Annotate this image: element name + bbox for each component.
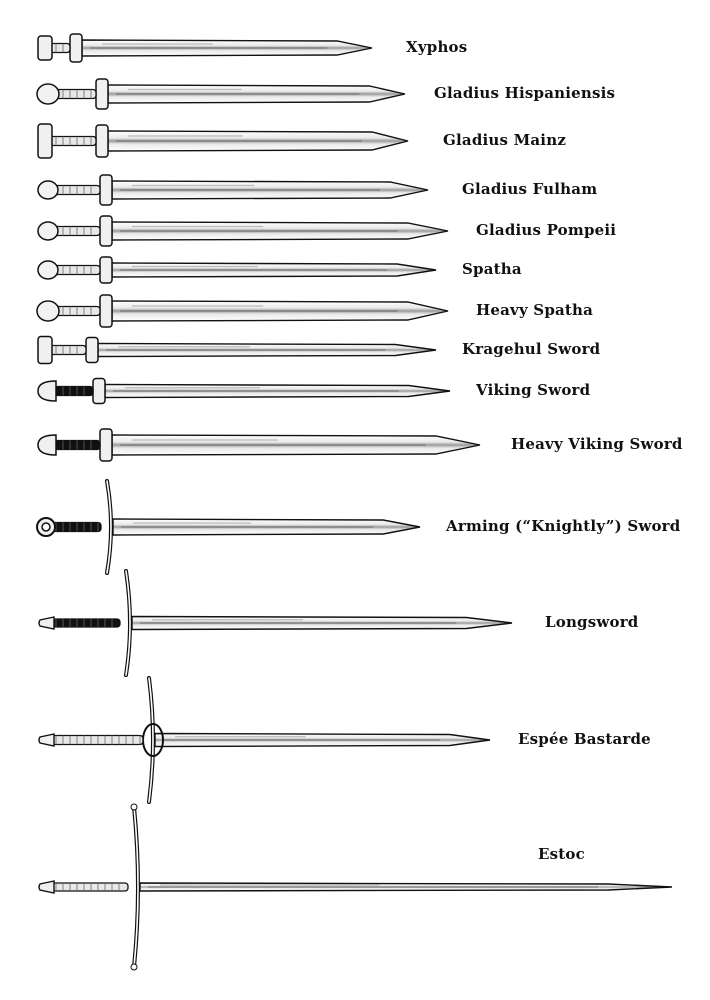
crossguard-highlight xyxy=(125,570,131,676)
grip xyxy=(49,344,87,356)
sword-gladius-mainz xyxy=(37,123,409,159)
pommel xyxy=(38,616,55,630)
pommel xyxy=(38,880,55,894)
sword-label-gladius-pompeii: Gladius Pompeii xyxy=(476,221,617,239)
crossguard-highlight xyxy=(148,677,154,803)
grip xyxy=(49,734,144,746)
guard xyxy=(99,294,113,328)
pommel xyxy=(37,335,53,365)
guard xyxy=(85,336,99,364)
pommel xyxy=(37,123,53,159)
crossguard-highlight xyxy=(106,480,112,574)
pommel-center xyxy=(41,522,51,532)
sword-arming-sword xyxy=(36,479,421,575)
pommel xyxy=(37,434,57,456)
pommel xyxy=(37,221,59,241)
pommel xyxy=(37,380,57,402)
pommel xyxy=(36,83,60,105)
sword-label-xyphos: Xyphos xyxy=(406,38,468,56)
sword-spatha xyxy=(37,256,437,284)
grip xyxy=(49,42,71,54)
pommel xyxy=(36,300,60,322)
sword-label-heavy-viking-sword: Heavy Viking Sword xyxy=(511,435,683,453)
sword-xyphos xyxy=(37,33,373,63)
guard xyxy=(99,428,113,462)
grip xyxy=(49,439,101,451)
guard xyxy=(99,215,113,247)
sword-label-gladius-mainz: Gladius Mainz xyxy=(443,131,567,149)
guard xyxy=(69,33,83,63)
sword-label-espee-bastarde: Espée Bastarde xyxy=(518,730,651,748)
guard xyxy=(99,174,113,206)
pommel xyxy=(37,260,59,280)
sword-label-kragehul-sword: Kragehul Sword xyxy=(462,340,601,358)
sword-gladius-fulham xyxy=(37,174,429,206)
guard xyxy=(95,78,109,110)
sword-longsword xyxy=(38,569,513,677)
sword-label-gladius-fulham: Gladius Fulham xyxy=(462,180,598,198)
sword-label-gladius-hispaniensis: Gladius Hispaniensis xyxy=(434,84,616,102)
sword-kragehul-sword xyxy=(37,335,437,365)
pommel xyxy=(37,180,59,200)
sword-gladius-hispaniensis xyxy=(36,78,406,110)
pommel xyxy=(38,733,55,747)
grip xyxy=(49,882,129,892)
sword-label-spatha: Spatha xyxy=(462,260,522,278)
guard xyxy=(92,377,106,405)
sword-heavy-spatha xyxy=(36,294,449,328)
quillon-finial xyxy=(130,963,138,971)
sword-label-arming-sword: Arming (“Knightly”) Sword xyxy=(446,517,681,535)
grip xyxy=(49,618,121,628)
sword-label-estoc: Estoc xyxy=(538,845,585,863)
sword-label-heavy-spatha: Heavy Spatha xyxy=(476,301,594,319)
sword-viking-sword xyxy=(37,377,451,405)
crossguard-highlight xyxy=(133,806,139,968)
sword-label-viking-sword: Viking Sword xyxy=(476,381,591,399)
pommel xyxy=(37,35,53,61)
grip xyxy=(49,135,97,147)
guard xyxy=(95,124,109,158)
sword-gladius-pompeii xyxy=(37,215,449,247)
sword-heavy-viking-sword xyxy=(37,428,481,462)
quillon-finial xyxy=(130,803,138,811)
guard xyxy=(99,256,113,284)
sword-estoc xyxy=(38,803,673,971)
sword-espee-bastarde xyxy=(38,676,491,804)
sword-label-longsword: Longsword xyxy=(545,613,639,631)
grip xyxy=(49,521,102,533)
